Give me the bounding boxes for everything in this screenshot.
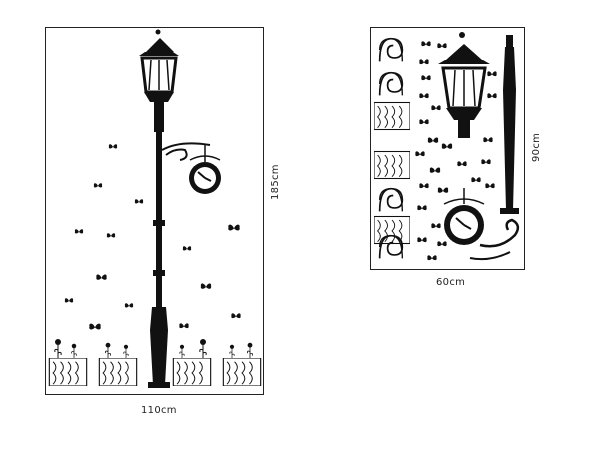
right-height-label: 90cm [531, 132, 542, 162]
street-lamp-icon [438, 32, 519, 214]
left-height-label: 185cm [270, 164, 281, 200]
clock-icon [443, 188, 520, 261]
left-width-label: 110cm [141, 405, 177, 416]
right-width-label: 60cm [436, 277, 466, 288]
fence-icon [374, 37, 410, 260]
clock-icon [189, 145, 221, 194]
street-lamp-icon [139, 29, 211, 388]
